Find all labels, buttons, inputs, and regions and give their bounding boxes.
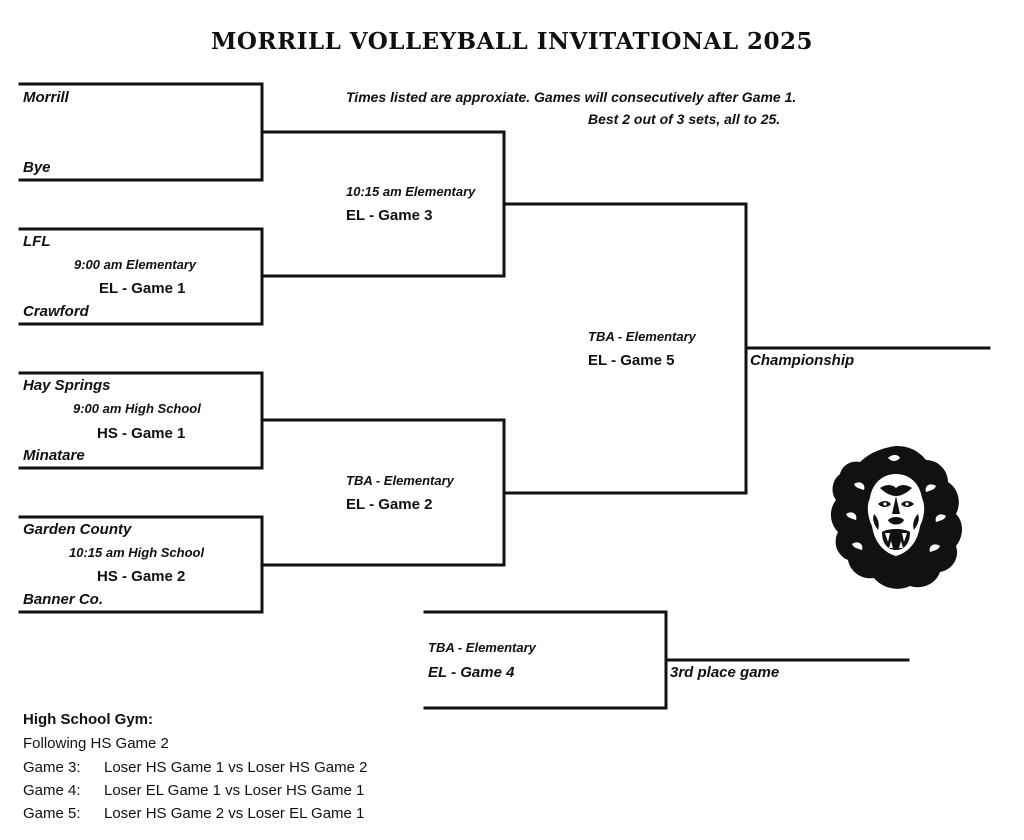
el-game3-time: 10:15 am Elementary — [346, 184, 476, 199]
hs-game2-time: 10:15 am High School — [69, 545, 205, 560]
footer-subheading: Following HS Game 2 — [23, 735, 169, 752]
footer-row-desc: Loser HS Game 2 vs Loser EL Game 1 — [104, 805, 365, 822]
championship-label: Championship — [750, 352, 855, 369]
team-crawford: Crawford — [23, 303, 89, 320]
el-game4-label: EL - Game 4 — [428, 664, 515, 681]
team-morrill: Morrill — [23, 89, 69, 106]
lion-head-icon — [828, 444, 964, 592]
footer-row-game: Game 5: — [23, 805, 81, 822]
footer-row-game: Game 3: — [23, 759, 81, 776]
el-game1-time: 9:00 am Elementary — [74, 257, 197, 272]
el-game1-label: EL - Game 1 — [99, 280, 186, 297]
el-game5-label: EL - Game 5 — [588, 352, 675, 369]
team-lfl: LFL — [23, 233, 51, 250]
el-game2-label: EL - Game 2 — [346, 496, 433, 513]
team-bye: Bye — [23, 159, 51, 176]
hs-game1-time: 9:00 am High School — [73, 401, 201, 416]
el-game5-time: TBA - Elementary — [588, 329, 696, 344]
el-game2-time: TBA - Elementary — [346, 473, 454, 488]
notes-line-1: Times listed are approxiate. Games will … — [346, 89, 797, 105]
footer-row-game: Game 4: — [23, 782, 81, 799]
team-hay-springs: Hay Springs — [23, 377, 111, 394]
el-game3-label: EL - Game 3 — [346, 207, 433, 224]
footer-row-desc: Loser EL Game 1 vs Loser HS Game 1 — [104, 782, 365, 799]
footer-row-desc: Loser HS Game 1 vs Loser HS Game 2 — [104, 759, 368, 776]
team-minatare: Minatare — [23, 447, 85, 464]
team-banner-co: Banner Co. — [23, 591, 104, 608]
footer-heading: High School Gym: — [23, 711, 154, 728]
hs-game1-label: HS - Game 1 — [97, 425, 186, 442]
el-game4-time: TBA - Elementary — [428, 640, 536, 655]
team-garden-county: Garden County — [23, 521, 132, 538]
third-place-label: 3rd place game — [670, 664, 780, 681]
notes-line-2: Best 2 out of 3 sets, all to 25. — [588, 111, 781, 127]
page-title: MORRILL VOLLEYBALL INVITATIONAL 2025 — [210, 28, 814, 55]
hs-game2-label: HS - Game 2 — [97, 568, 186, 585]
